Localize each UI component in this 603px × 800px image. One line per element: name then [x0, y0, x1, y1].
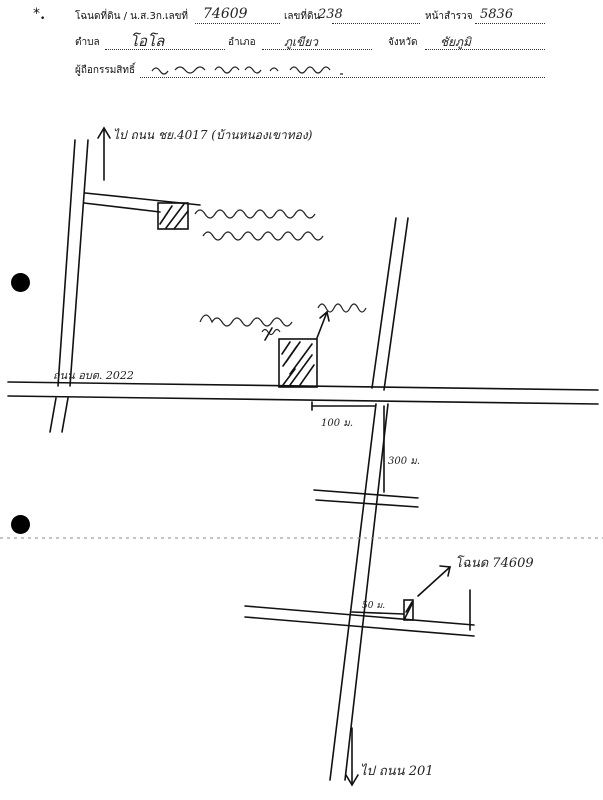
- amphoe-underline: [262, 49, 372, 50]
- amphoe-label: อำเภอ: [228, 37, 256, 48]
- arrow-temple-head: [319, 310, 330, 322]
- road-north-right-edge: [69, 139, 89, 387]
- land-no-underline: [332, 23, 420, 24]
- parcel-box: [403, 599, 414, 621]
- arrow-school: [264, 327, 273, 341]
- temple-note: [317, 303, 367, 313]
- province-value: ชัยภูมิ: [440, 35, 471, 49]
- school-hatching: [281, 341, 315, 386]
- arrow-parcel: [417, 566, 451, 597]
- school-building: [278, 338, 318, 388]
- hospital-box: [157, 202, 189, 230]
- road-north-stub-right: [61, 397, 69, 433]
- lower-road-bottom-edge: [244, 616, 475, 637]
- road-north-left-edge: [57, 139, 76, 387]
- lower-road-top-edge: [244, 605, 475, 626]
- province-label: จังหวัด: [388, 37, 418, 48]
- south-road-right-edge: [344, 403, 389, 781]
- tambon-label: ตำบล: [75, 37, 100, 48]
- deed-label: โฉนดที่ดิน / น.ส.3ก.เลขที่: [75, 11, 189, 22]
- deed-no-value: 74609: [203, 6, 248, 22]
- main-road-bottom-edge: [7, 395, 599, 405]
- owner-label: ผู้ถือกรรมสิทธิ์: [75, 65, 136, 76]
- road-north-label: ไป ถนน ชย.4017 (บ้านหนองเขาทอง): [113, 128, 313, 142]
- arrow-parcel-head: [439, 565, 451, 577]
- road-north-stub-left: [49, 397, 57, 433]
- scale-100-label: 100 ม.: [321, 418, 354, 429]
- owner-underline: [140, 77, 545, 78]
- parcel-hatching: [404, 601, 413, 619]
- survey-page-value: 5836: [480, 7, 514, 22]
- amphoe-value: ภูเขียว: [284, 35, 318, 49]
- school-subnote: [261, 328, 281, 336]
- deed-no-underline: [195, 23, 280, 24]
- scale-300-label: 300 ม.: [388, 456, 421, 467]
- crossroad-300-top: [313, 489, 419, 499]
- punch-hole-top: [11, 273, 30, 292]
- school-note: [199, 314, 293, 327]
- hospital-note-line1: [194, 209, 316, 219]
- corner-dot: •: [40, 14, 46, 24]
- hospital-note-line2: [202, 231, 324, 241]
- hospital-hatching: [159, 203, 189, 230]
- scale-50-bar: [351, 611, 405, 615]
- tambon-value: โอโล: [130, 32, 165, 50]
- land-no-label: เลขที่ดิน: [284, 11, 321, 22]
- punch-hole-bottom: [11, 515, 30, 534]
- arrow-temple: [316, 311, 328, 339]
- scale-50-label: 50 ม.: [362, 601, 386, 611]
- east-road-upper-right: [383, 217, 409, 391]
- province-underline: [425, 49, 545, 50]
- crossroad-300-bottom: [315, 499, 419, 508]
- parcel-label: โฉนด 74609: [455, 556, 534, 571]
- arrow-north-head: [97, 126, 111, 139]
- main-road-top-edge: [7, 381, 599, 391]
- arrow-south-head: [345, 774, 359, 787]
- road-south-label: ไป ถนน 201: [360, 764, 434, 779]
- survey-page-underline: [475, 23, 545, 24]
- tambon-underline: [105, 49, 225, 50]
- main-road-label: ถนน อบต. 2022: [53, 369, 134, 382]
- hospital-road-bottom: [83, 202, 161, 213]
- asterisk-mark: *: [33, 6, 40, 22]
- east-road-upper-left: [371, 217, 397, 389]
- survey-page-label: หน้าสำรวจ: [425, 11, 473, 22]
- land-no-value: 238: [318, 7, 343, 22]
- south-road-left-edge: [329, 403, 377, 781]
